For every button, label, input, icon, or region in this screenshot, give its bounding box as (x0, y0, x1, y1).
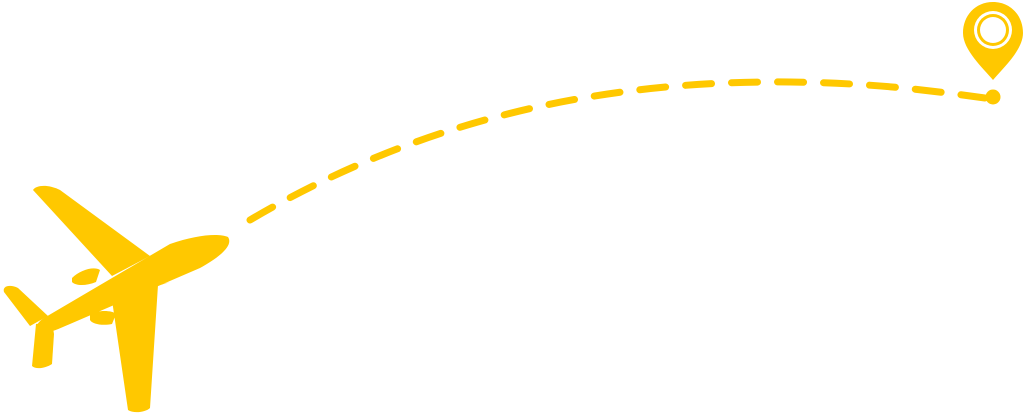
location-pin-icon (963, 2, 1023, 105)
airplane-icon (3, 185, 230, 413)
dashed-flight-path (246, 78, 989, 224)
